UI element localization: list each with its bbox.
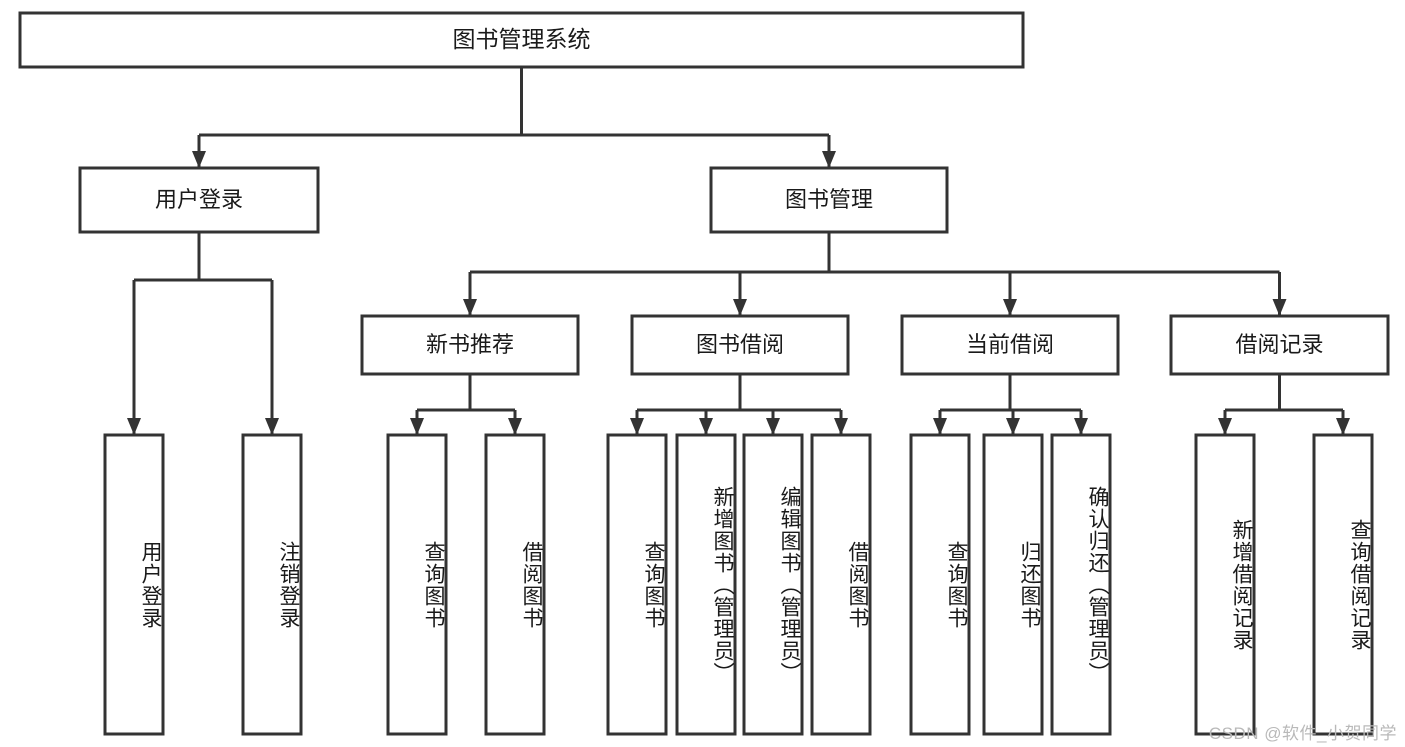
connector-layer: [127, 67, 1350, 435]
arrow-head-icon: [1003, 299, 1017, 316]
node-box-leaf-user-logout[interactable]: [241, 433, 303, 736]
node-box-borrow-record[interactable]: [1169, 314, 1390, 376]
node-box-leaf-add-record[interactable]: [1194, 433, 1256, 736]
node-box-book-manage[interactable]: [709, 166, 949, 234]
node-box-layer: [18, 11, 1390, 736]
node-box-user-login[interactable]: [78, 166, 320, 234]
node-box-leaf-user-login[interactable]: [103, 433, 165, 736]
node-box-leaf-query-book-1[interactable]: [386, 433, 448, 736]
arrow-head-icon: [1218, 418, 1232, 435]
arrow-head-icon: [933, 418, 947, 435]
arrow-head-icon: [630, 418, 644, 435]
arrow-head-icon: [265, 418, 279, 435]
node-box-leaf-confirm-return[interactable]: [1050, 433, 1112, 736]
node-box-book-borrow[interactable]: [630, 314, 850, 376]
node-box-leaf-query-book-2[interactable]: [606, 433, 668, 736]
node-label-root: 图书管理系统: [453, 26, 591, 52]
node-box-current-borrow[interactable]: [900, 314, 1120, 376]
arrow-head-icon: [127, 418, 141, 435]
arrow-head-icon: [192, 151, 206, 168]
node-box-leaf-query-record[interactable]: [1312, 433, 1374, 736]
node-label-new-book-rec: 新书推荐: [426, 332, 514, 357]
node-box-leaf-borrow-book-2[interactable]: [810, 433, 872, 736]
arrow-head-icon: [834, 418, 848, 435]
arrow-head-icon: [1006, 418, 1020, 435]
arrow-head-icon: [463, 299, 477, 316]
arrow-head-icon: [1074, 418, 1088, 435]
node-box-new-book-rec[interactable]: [360, 314, 580, 376]
arrow-head-icon: [699, 418, 713, 435]
node-label-current-borrow: 当前借阅: [966, 332, 1054, 357]
arrow-head-icon: [508, 418, 522, 435]
node-label-borrow-record: 借阅记录: [1235, 332, 1323, 357]
node-box-leaf-borrow-book-1[interactable]: [484, 433, 546, 736]
arrow-head-icon: [766, 418, 780, 435]
arrow-head-icon: [822, 151, 836, 168]
node-box-leaf-return-book[interactable]: [982, 433, 1044, 736]
node-label-book-borrow: 图书借阅: [696, 332, 784, 357]
arrow-head-icon: [1272, 299, 1287, 316]
node-label-book-manage: 图书管理: [785, 187, 873, 212]
node-label-user-login: 用户登录: [155, 187, 243, 212]
watermark: CSDN @软件_小贺同学: [1208, 724, 1397, 743]
node-box-leaf-edit-book[interactable]: [742, 433, 804, 736]
arrow-head-icon: [410, 418, 424, 435]
arrow-head-icon: [733, 299, 747, 316]
node-box-leaf-query-book-3[interactable]: [909, 433, 971, 736]
node-box-leaf-add-book[interactable]: [675, 433, 737, 736]
node-box-root[interactable]: [18, 11, 1025, 69]
arrow-head-icon: [1336, 418, 1350, 435]
